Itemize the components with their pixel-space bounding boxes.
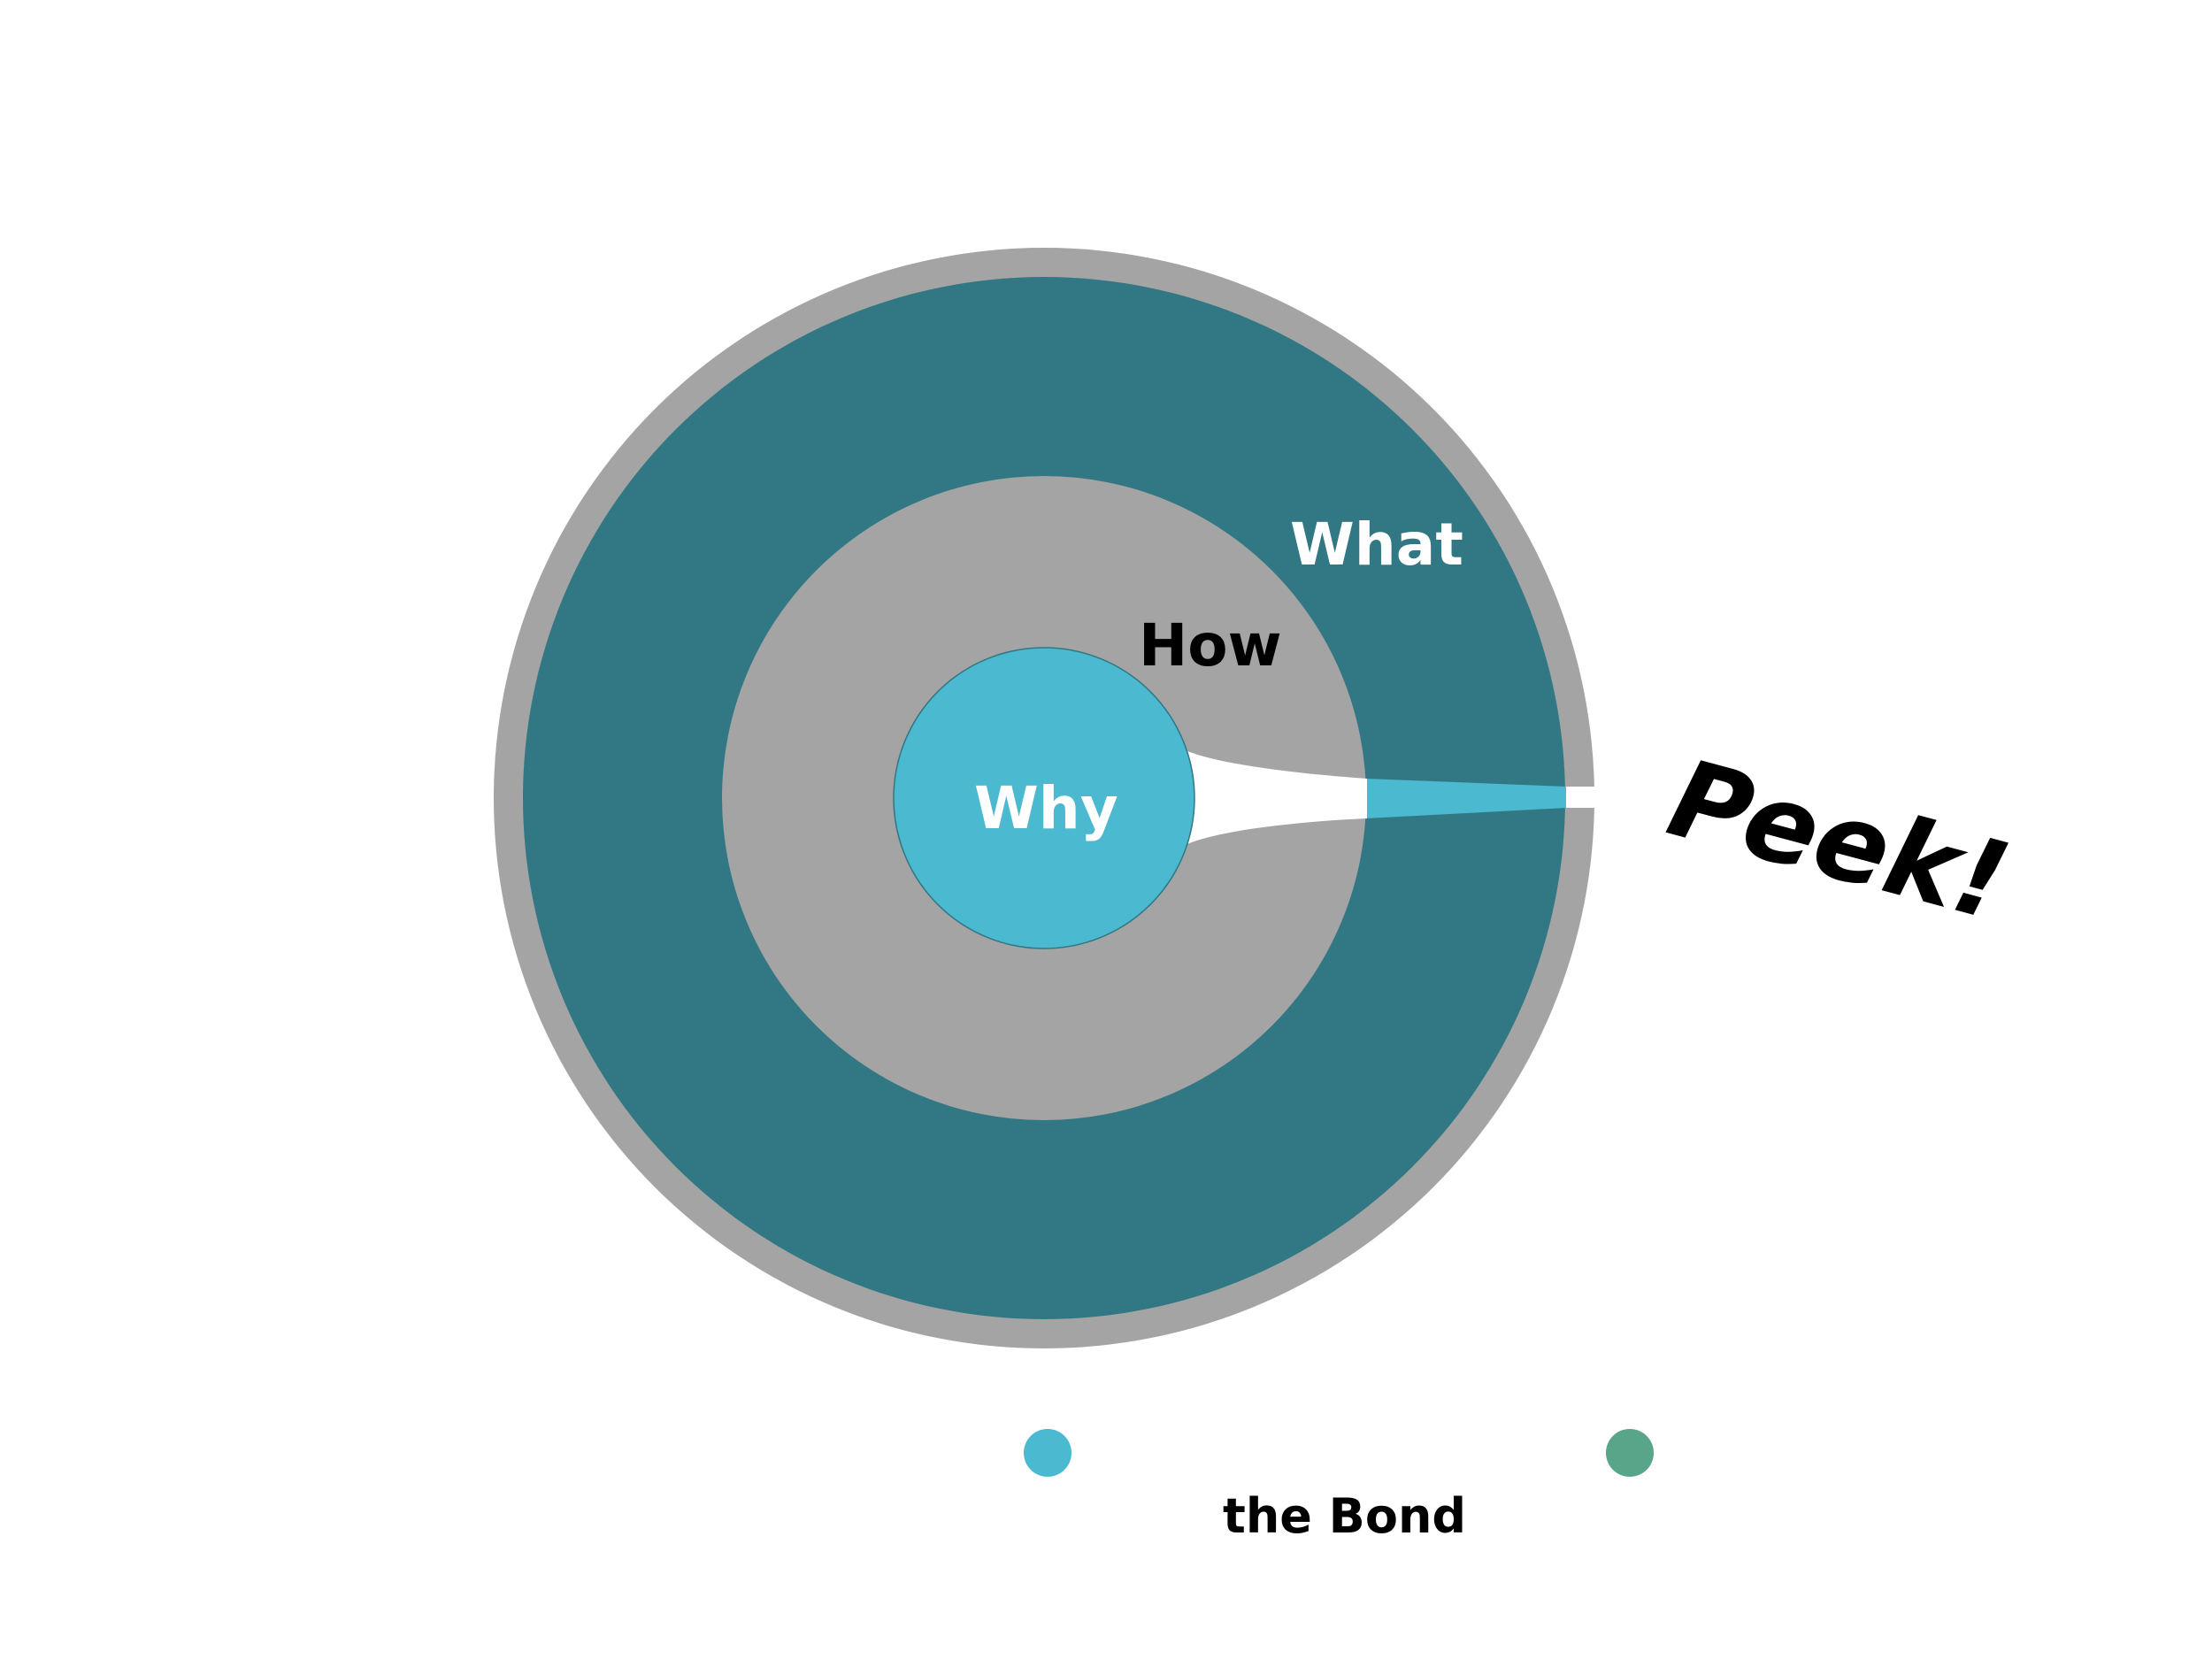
bond-label: the Bond [1223, 1488, 1466, 1544]
how-label: How [1139, 611, 1282, 680]
why-label: Why [974, 774, 1118, 842]
what-label: What [1290, 511, 1463, 579]
bond-start-dot [1024, 1429, 1071, 1477]
why-streak [1366, 779, 1566, 818]
peek-opening [1563, 787, 1598, 808]
bond-end-dot [1606, 1429, 1654, 1477]
peek-beam [1177, 746, 1367, 849]
peek-label: Peek! [1656, 735, 2021, 946]
why-circle [893, 647, 1195, 949]
